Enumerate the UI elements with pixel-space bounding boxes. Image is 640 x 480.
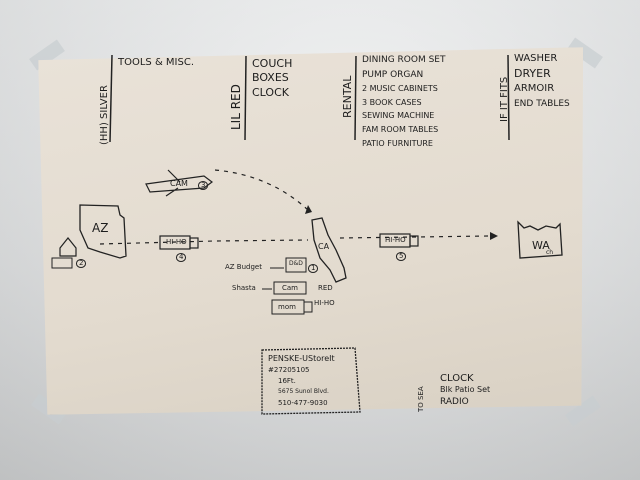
penske-line-address: 5675 Sunol Blvd. <box>278 388 329 395</box>
penske-box-outline <box>261 347 361 415</box>
house-shape <box>59 237 77 257</box>
column-item-fam-tables: FAM ROOM TABLES <box>362 125 439 134</box>
ca-label: CA <box>318 242 330 251</box>
plane-label: CAM <box>170 179 188 188</box>
penske-line-phone: 510-477-9030 <box>278 399 328 407</box>
penske-line-order: #27205105 <box>268 366 310 374</box>
az-label: AZ <box>92 221 109 235</box>
route-az-ca <box>99 239 309 245</box>
convoy-red-tag: RED <box>318 284 333 292</box>
column-header-rental: RENTAL <box>341 75 354 118</box>
truck-ca-label: HI-HO <box>385 236 406 244</box>
convoy-shasta-label: Shasta <box>232 284 256 292</box>
column-header-if-it-fits: IF IT FITS <box>499 76 510 122</box>
column-item-end-tables: END TABLES <box>514 99 570 109</box>
penske-line-size: 16Ft. <box>278 377 296 385</box>
wa-sublabel: ch <box>546 249 554 256</box>
column-item-music-cabinets: 2 MUSIC CABINETS <box>362 84 438 93</box>
penske-title: PENSKE-UStoreIt <box>268 354 335 363</box>
convoy-budget-label: AZ Budget <box>225 263 262 271</box>
to-sea-label: TO SEA <box>417 386 425 412</box>
column-item-tools: TOOLS & MISC. <box>118 57 195 68</box>
convoy-budget-number: 1 <box>308 264 319 273</box>
convoy-budget-box: D&D <box>289 260 303 267</box>
sea-item-radio: RADIO <box>440 397 469 407</box>
sea-item-clock: CLOCK <box>440 373 474 384</box>
column-item-patio: PATIO FURNITURE <box>362 139 433 148</box>
house-truck-number: 2 <box>76 259 87 268</box>
column-item-organ: PUMP ORGAN <box>362 70 424 80</box>
truck-az-number: 4 <box>176 253 187 262</box>
az-state-shape <box>79 204 127 259</box>
convoy-hiho-tag: HI-HO <box>314 299 335 307</box>
column-header-lil-red: LIL RED <box>229 84 243 130</box>
column-item-couch: COUCH <box>252 57 293 70</box>
truck-az-cab <box>189 237 199 249</box>
truck-az-label: HI-HO <box>166 238 187 246</box>
route-plane <box>214 169 309 211</box>
column-item-washer: WASHER <box>514 53 558 64</box>
column-item-clock: CLOCK <box>252 86 289 99</box>
column-item-dining: DINING ROOM SET <box>362 55 446 65</box>
wa-state-shape <box>517 220 563 259</box>
truck-ca-number: 5 <box>396 252 407 261</box>
route-ca-wa <box>339 235 491 239</box>
convoy-cam-box: Cam <box>282 284 298 292</box>
column-item-boxes: BOXES <box>252 71 289 84</box>
column-item-book-cases: 3 BOOK CASES <box>362 98 422 107</box>
plane-number: 3 <box>198 181 209 190</box>
column-item-armoir: ARMOIR <box>514 83 555 94</box>
column-item-dryer: DRYER <box>514 67 551 80</box>
column-item-sewing: SEWING MACHINE <box>362 111 435 120</box>
ca-state-shape <box>311 217 347 283</box>
truck-ca-cab <box>409 235 419 247</box>
column-header-silver: (HH) SILVER <box>99 85 110 145</box>
sea-item-patio: Blk Patio Set <box>440 385 491 394</box>
truck-house-box <box>51 257 73 269</box>
convoy-mom-box: mom <box>278 303 296 311</box>
wa-label: WA <box>532 239 550 252</box>
